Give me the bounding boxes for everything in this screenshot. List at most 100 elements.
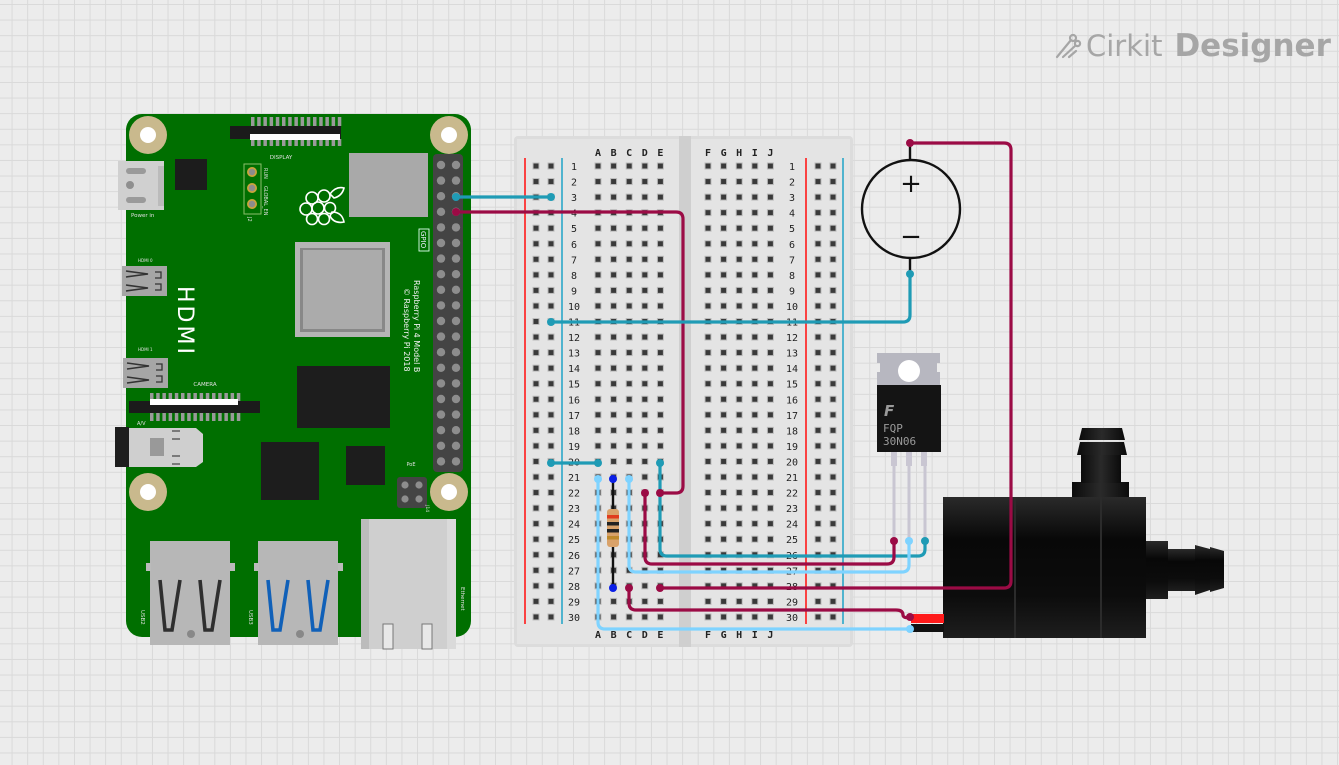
breadboard-hole[interactable] — [735, 193, 743, 201]
breadboard-hole[interactable] — [720, 535, 728, 543]
breadboard-hole[interactable] — [735, 209, 743, 217]
breadboard-hole[interactable] — [547, 520, 555, 528]
breadboard-hole[interactable] — [625, 178, 633, 186]
breadboard-hole[interactable] — [547, 489, 555, 497]
wire-endpoint[interactable] — [452, 193, 460, 201]
breadboard-hole[interactable] — [766, 349, 774, 357]
breadboard-hole[interactable] — [814, 224, 822, 232]
breadboard-hole[interactable] — [735, 597, 743, 605]
breadboard-hole[interactable] — [766, 504, 774, 512]
breadboard-hole[interactable] — [766, 520, 774, 528]
breadboard-hole[interactable] — [704, 613, 712, 621]
breadboard-hole[interactable] — [532, 178, 540, 186]
breadboard-hole[interactable] — [610, 162, 618, 170]
breadboard-hole[interactable] — [532, 566, 540, 574]
gpio-pin[interactable] — [451, 379, 461, 388]
breadboard-hole[interactable] — [594, 411, 602, 419]
wire-endpoint[interactable] — [625, 584, 633, 592]
gpio-pin[interactable] — [436, 379, 446, 388]
breadboard-hole[interactable] — [720, 457, 728, 465]
breadboard-hole[interactable] — [720, 597, 728, 605]
breadboard-hole[interactable] — [532, 613, 540, 621]
breadboard-hole[interactable] — [532, 318, 540, 325]
breadboard-hole[interactable] — [720, 178, 728, 186]
breadboard-hole[interactable] — [641, 364, 649, 372]
wire-mosfet-drain[interactable] — [627, 477, 911, 574]
breadboard-hole[interactable] — [766, 395, 774, 403]
breadboard-hole[interactable] — [594, 286, 602, 294]
breadboard-hole[interactable] — [547, 504, 555, 512]
breadboard-hole[interactable] — [766, 193, 774, 201]
breadboard-hole[interactable] — [751, 597, 759, 605]
gpio-pin[interactable] — [451, 176, 461, 185]
breadboard-hole[interactable] — [656, 224, 664, 232]
gpio-pin[interactable] — [436, 176, 446, 185]
breadboard-hole[interactable] — [594, 224, 602, 232]
breadboard-hole[interactable] — [751, 349, 759, 357]
breadboard-hole[interactable] — [814, 162, 822, 170]
wire-endpoint[interactable] — [906, 139, 914, 147]
breadboard-hole[interactable] — [547, 349, 555, 357]
breadboard-hole[interactable] — [735, 489, 743, 497]
breadboard-hole[interactable] — [751, 271, 759, 279]
breadboard-hole[interactable] — [720, 240, 728, 248]
wire-endpoints[interactable] — [452, 139, 929, 633]
breadboard-hole[interactable] — [641, 240, 649, 248]
breadboard-hole[interactable] — [532, 504, 540, 512]
breadboard-hole[interactable] — [829, 535, 837, 543]
breadboard-hole[interactable] — [704, 457, 712, 465]
breadboard-hole[interactable] — [720, 473, 728, 481]
breadboard-hole[interactable] — [814, 473, 822, 481]
wire-endpoint[interactable] — [594, 459, 602, 467]
gpio-pin[interactable] — [451, 410, 461, 419]
breadboard-hole[interactable] — [766, 240, 774, 248]
breadboard-hole[interactable] — [751, 333, 759, 341]
breadboard-hole[interactable] — [547, 582, 555, 590]
breadboard-hole[interactable] — [766, 380, 774, 388]
breadboard-hole[interactable] — [625, 240, 633, 248]
breadboard-hole[interactable] — [532, 582, 540, 590]
breadboard-hole[interactable] — [751, 535, 759, 543]
wire-endpoint[interactable] — [625, 475, 633, 483]
breadboard-hole[interactable] — [766, 364, 774, 372]
wire-endpoint[interactable] — [906, 613, 914, 621]
breadboard-hole[interactable] — [829, 333, 837, 341]
breadboard-hole[interactable] — [610, 349, 618, 357]
breadboard-hole[interactable] — [594, 162, 602, 170]
breadboard-hole[interactable] — [735, 271, 743, 279]
gpio-pin[interactable] — [451, 316, 461, 326]
breadboard-hole[interactable] — [735, 535, 743, 543]
breadboard-hole[interactable] — [547, 271, 555, 279]
breadboard-hole[interactable] — [532, 473, 540, 481]
breadboard-hole[interactable] — [751, 302, 759, 310]
breadboard-hole[interactable] — [641, 442, 649, 450]
breadboard-hole[interactable] — [547, 426, 555, 434]
breadboard-hole[interactable] — [656, 255, 664, 263]
breadboard-hole[interactable] — [656, 597, 664, 605]
breadboard-hole[interactable] — [610, 426, 618, 434]
gpio-pin[interactable] — [451, 301, 461, 310]
breadboard-hole[interactable] — [751, 613, 759, 621]
wire-endpoint[interactable] — [452, 208, 460, 216]
breadboard-hole[interactable] — [766, 286, 774, 294]
breadboard-hole[interactable] — [610, 333, 618, 341]
breadboard-hole[interactable] — [594, 333, 602, 341]
gpio-pin[interactable] — [451, 223, 461, 232]
gpio-pin[interactable] — [436, 192, 446, 201]
breadboard-hole[interactable] — [814, 286, 822, 294]
wire-pump-positive[interactable] — [627, 586, 912, 620]
breadboard-hole[interactable] — [814, 255, 822, 263]
breadboard-hole[interactable] — [625, 613, 633, 621]
wire-source-negative-to-rail[interactable] — [549, 272, 912, 324]
gpio-pin[interactable] — [451, 426, 461, 435]
breadboard-hole[interactable] — [532, 224, 540, 232]
breadboard-hole[interactable] — [610, 302, 618, 310]
breadboard-hole[interactable] — [625, 426, 633, 434]
wire-endpoint[interactable] — [609, 584, 617, 592]
breadboard-hole[interactable] — [829, 504, 837, 512]
breadboard-hole[interactable] — [547, 442, 555, 450]
breadboard-hole[interactable] — [625, 286, 633, 294]
wire-endpoint[interactable] — [656, 489, 664, 497]
breadboard-hole[interactable] — [751, 178, 759, 186]
breadboard-hole[interactable] — [829, 411, 837, 419]
